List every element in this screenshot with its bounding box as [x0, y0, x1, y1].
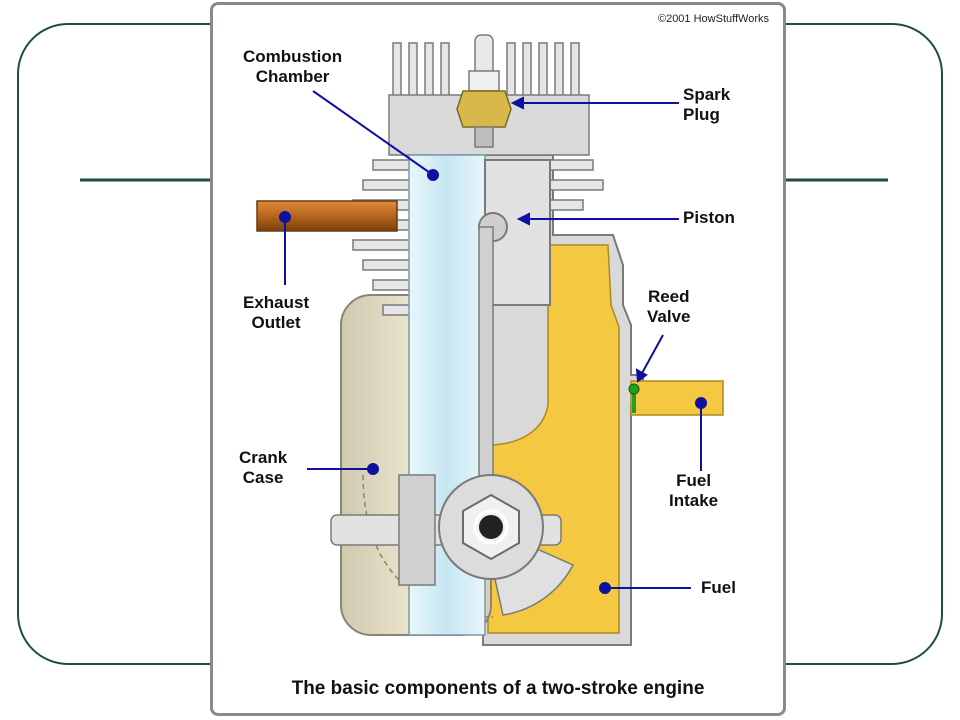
dot-fuel-intake	[695, 397, 707, 409]
connecting-rod	[478, 226, 494, 508]
arrow-spark-plug	[510, 96, 524, 110]
label-reed-valve-line1: Reed	[647, 287, 690, 306]
label-reed-valve: Reed Valve	[647, 287, 691, 327]
label-spark-plug-line2: Plug	[683, 105, 720, 124]
label-crank-case: Crank Case	[239, 448, 287, 488]
label-exhaust-outlet-line1: Exhaust	[243, 293, 310, 312]
label-combustion-chamber-line1: Combustion	[243, 47, 343, 66]
dot-fuel	[599, 582, 611, 594]
label-combustion-chamber-line2: Chamber	[255, 67, 330, 86]
label-fuel-intake-line1: Fuel	[676, 471, 712, 490]
label-fuel-intake: Fuel Intake	[669, 471, 718, 511]
label-crank-case-line1: Crank	[239, 448, 288, 467]
reed-valve-shape	[632, 389, 636, 413]
label-spark-plug-line1: Spark	[683, 85, 731, 104]
dot-exhaust-outlet	[279, 211, 291, 223]
label-combustion-chamber: Combustion Chamber	[243, 47, 342, 87]
leader-combustion-chamber	[312, 90, 434, 176]
leader-reed-valve	[640, 334, 664, 376]
crank-bore	[479, 515, 503, 539]
arrow-reed-valve	[635, 368, 648, 383]
fuel-intake-pipe	[630, 380, 724, 416]
crank-pin-block	[398, 474, 436, 586]
label-fuel-line1: Fuel	[701, 578, 736, 597]
label-crank-case-line2: Case	[242, 468, 284, 487]
label-piston-line1: Piston	[683, 208, 735, 227]
copyright-notice: ©2001 HowStuffWorks	[657, 13, 769, 25]
exhaust-pipe	[256, 200, 398, 232]
engine-figure: ©2001 HowStuffWorks Combustion Chamber S…	[210, 2, 786, 716]
label-piston: Piston	[683, 208, 735, 228]
dot-combustion-chamber	[427, 169, 439, 181]
figure-caption: The basic components of a two-stroke eng…	[291, 678, 705, 699]
crank-case-dash	[362, 474, 494, 618]
arrow-piston	[516, 212, 530, 226]
label-exhaust-outlet-line2: Outlet	[251, 313, 301, 332]
reed-valve-pivot	[628, 383, 640, 395]
label-reed-valve-line2: Valve	[647, 307, 691, 326]
label-fuel: Fuel	[701, 578, 736, 598]
cylinder-fins-right	[542, 159, 604, 211]
label-spark-plug: Spark Plug	[683, 85, 730, 125]
dot-crank-case	[367, 463, 379, 475]
spark-plug-shape	[456, 34, 512, 148]
leader-lines	[279, 90, 707, 594]
crank-bore-ring	[473, 509, 509, 545]
engine-diagram	[256, 34, 724, 646]
label-exhaust-outlet: Exhaust Outlet	[243, 293, 309, 333]
label-fuel-intake-line2: Intake	[669, 491, 719, 510]
